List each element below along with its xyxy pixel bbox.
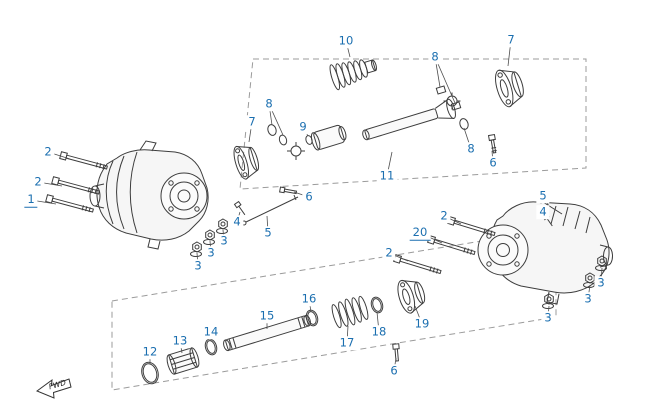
front-diff-bolts — [45, 151, 108, 213]
callout-2[interactable]: 2 — [41, 145, 55, 159]
callout-3[interactable]: 3 — [191, 259, 205, 273]
callout-13[interactable]: 13 — [169, 334, 191, 348]
callout-18[interactable]: 18 — [368, 325, 390, 339]
callout-7[interactable]: 7 — [504, 33, 518, 47]
rear-diff-nuts — [542, 255, 607, 309]
o-ring-16 — [305, 309, 319, 327]
callout-6[interactable]: 6 — [302, 190, 316, 204]
snap-ring-12 — [141, 361, 159, 385]
callout-8[interactable]: 8 — [428, 50, 442, 64]
callout-3[interactable]: 3 — [581, 292, 595, 306]
callout-10[interactable]: 10 — [335, 34, 357, 48]
bearing-caps — [435, 85, 462, 111]
cv-boot-upper — [329, 59, 377, 91]
rear-flange-yoke — [495, 69, 524, 108]
front-flange-yoke — [233, 145, 260, 180]
slip-yoke — [310, 124, 347, 151]
callout-16[interactable]: 16 — [298, 292, 320, 306]
callout-5[interactable]: 5 — [536, 189, 550, 203]
drive-shaft-15 — [223, 314, 311, 352]
front-diff-nuts — [190, 218, 228, 257]
cv-boot-17 — [331, 295, 369, 329]
o-ring-14 — [204, 338, 218, 356]
callout-7[interactable]: 7 — [245, 115, 259, 129]
propshaft — [362, 98, 456, 141]
callout-6[interactable]: 6 — [486, 156, 500, 170]
stud-front — [233, 200, 246, 216]
fwd-arrow: FWD — [35, 378, 72, 399]
callout-6[interactable]: 6 — [387, 364, 401, 378]
callout-12[interactable]: 12 — [139, 345, 161, 359]
dashed-plane-group — [111, 58, 587, 391]
callout-2[interactable]: 2 — [31, 175, 45, 189]
flange-bolt-lower — [392, 343, 400, 362]
callout-8[interactable]: 8 — [464, 142, 478, 156]
callout-3[interactable]: 3 — [541, 311, 555, 325]
o-ring-18 — [370, 296, 384, 314]
callout-15[interactable]: 15 — [256, 309, 278, 323]
callout-17[interactable]: 17 — [336, 336, 358, 350]
callout-14[interactable]: 14 — [200, 325, 222, 339]
upper-dashed-plane — [239, 58, 587, 190]
callout-3[interactable]: 3 — [217, 234, 231, 248]
callout-2[interactable]: 2 — [437, 209, 451, 223]
callout-11[interactable]: 11 — [376, 169, 398, 183]
front-differential — [89, 140, 209, 250]
callout-4[interactable]: 4 — [536, 205, 550, 219]
snap-ring-pair — [267, 124, 288, 146]
callout-3[interactable]: 3 — [594, 276, 608, 290]
callout-9[interactable]: 9 — [296, 120, 310, 134]
u-joint-spider-front — [287, 142, 305, 160]
rear-differential — [477, 201, 613, 305]
callout-3[interactable]: 3 — [204, 246, 218, 260]
snap-ring-rear — [459, 118, 469, 130]
spline-coupler-13 — [166, 347, 200, 375]
callout-8[interactable]: 8 — [262, 97, 276, 111]
companion-flange-19 — [397, 279, 426, 314]
callout-4[interactable]: 4 — [230, 215, 244, 229]
callout-19[interactable]: 19 — [411, 317, 433, 331]
callout-1[interactable]: 1 — [24, 192, 38, 208]
flange-bolt-upper — [487, 133, 497, 154]
callout-5[interactable]: 5 — [261, 226, 275, 240]
callout-2[interactable]: 2 — [382, 246, 396, 260]
callout-20[interactable]: 20 — [409, 225, 431, 241]
